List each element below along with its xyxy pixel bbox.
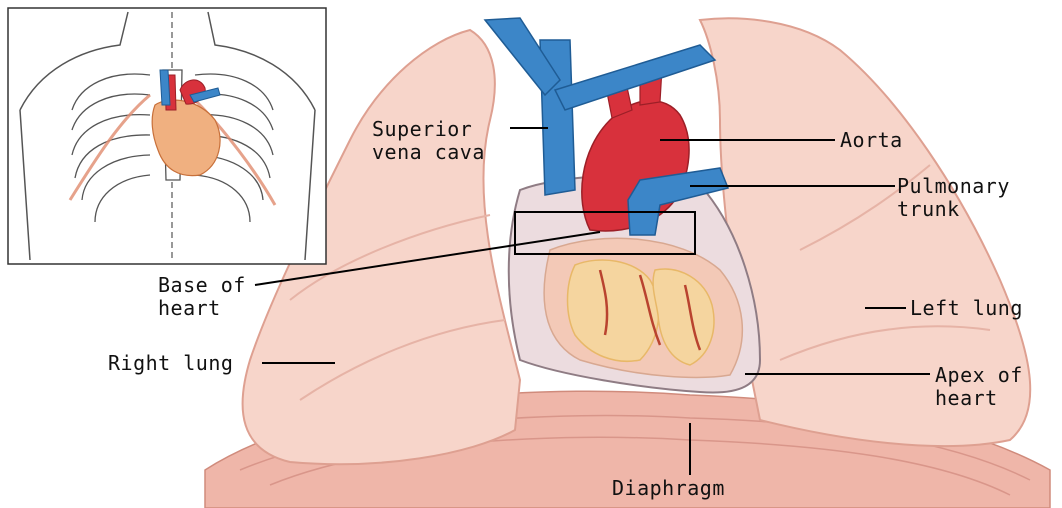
label-base-of-heart: Base of heart (158, 274, 246, 320)
brachiocephalic-veins (485, 18, 715, 110)
label-aorta: Aorta (840, 129, 903, 152)
label-left-lung: Left lung (910, 297, 1023, 320)
label-pulmonary-trunk: Pulmonary trunk (897, 175, 1010, 221)
label-right-lung: Right lung (108, 352, 233, 375)
label-apex-of-heart: Apex of heart (935, 364, 1023, 410)
label-diaphragm: Diaphragm (612, 477, 725, 500)
thorax-inset (8, 8, 326, 264)
label-superior-vena-cava: Superior vena cava (372, 118, 485, 164)
